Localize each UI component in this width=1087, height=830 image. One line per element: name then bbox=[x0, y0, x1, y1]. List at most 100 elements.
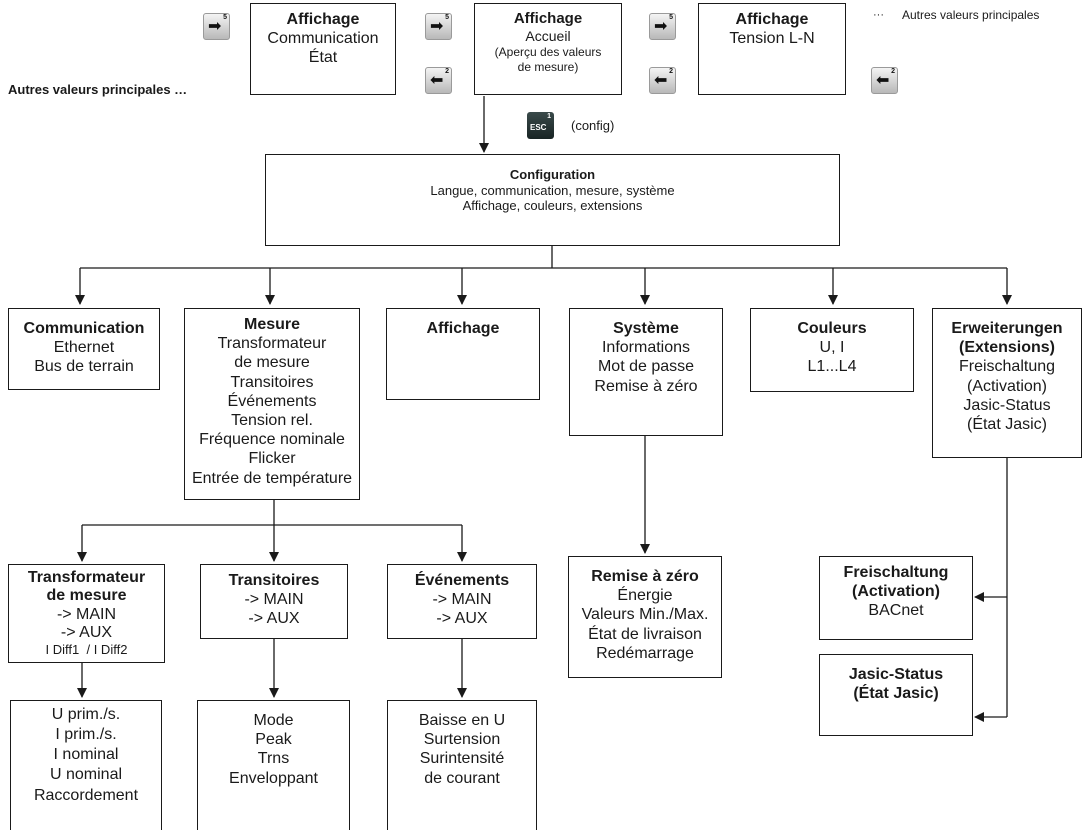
box-line: Jasic-Status bbox=[963, 396, 1051, 414]
box-line: -> MAIN bbox=[56, 605, 117, 623]
box-line: I Diff1 / I Diff2 bbox=[45, 641, 128, 657]
screen-title: Affichage bbox=[286, 11, 360, 28]
box-line: Ethernet bbox=[53, 339, 115, 357]
box-line: Valeurs Min./Max. bbox=[581, 606, 709, 624]
box-title-2: (État Jasic) bbox=[853, 685, 939, 703]
next-key-icon: ➡5 bbox=[649, 13, 676, 40]
couleurs-box: Couleurs U, I L1...L4 bbox=[750, 308, 914, 392]
config-hint: (config) bbox=[571, 118, 615, 133]
screen-small-line: de mesure) bbox=[517, 59, 579, 74]
screen-line: Communication bbox=[267, 30, 379, 48]
transformateur-box: Transformateur de mesure -> MAIN -> AUX … bbox=[8, 564, 165, 663]
box-line: de courant bbox=[424, 769, 500, 787]
right-more-values-label: Autres valeurs principales bbox=[902, 8, 1040, 22]
box-title: Mesure bbox=[243, 316, 301, 333]
box-title: Affichage bbox=[426, 320, 500, 337]
box-line: Baisse en U bbox=[418, 712, 506, 729]
screen-accueil: Affichage Accueil (Aperçu des valeurs de… bbox=[474, 3, 622, 95]
box-line: (Activation) bbox=[966, 377, 1048, 395]
transitoires-details-box: Mode Peak Trns Enveloppant bbox=[197, 700, 350, 830]
jasic-status-box: Jasic-Status (État Jasic) bbox=[819, 654, 973, 736]
box-line: Freischaltung bbox=[958, 358, 1056, 376]
box-line: Informations bbox=[601, 339, 691, 357]
box-line: de mesure bbox=[234, 354, 310, 372]
box-line: Surtension bbox=[423, 731, 501, 749]
systeme-box: Système Informations Mot de passe Remise… bbox=[569, 308, 723, 436]
box-title: Événements bbox=[414, 572, 510, 589]
box-line: Surintensité bbox=[419, 750, 505, 768]
communication-box: Communication Ethernet Bus de terrain bbox=[8, 308, 160, 390]
configuration-box: Configuration Langue, communication, mes… bbox=[265, 154, 840, 246]
screen-communication: Affichage Communication État bbox=[250, 3, 396, 95]
box-title: Communication bbox=[23, 320, 145, 337]
evenements-details-box: Baisse en U Surtension Surintensité de c… bbox=[387, 700, 537, 830]
screen-title: Affichage bbox=[513, 10, 583, 27]
box-line: I prim./s. bbox=[55, 726, 117, 744]
left-more-values-label: Autres valeurs principales … bbox=[8, 82, 188, 97]
back-key-icon: ⬅2 bbox=[425, 67, 452, 94]
configuration-line: Langue, communication, mesure, système bbox=[430, 182, 675, 198]
screen-line: Accueil bbox=[525, 28, 571, 44]
box-line: -> MAIN bbox=[244, 591, 304, 609]
transitoires-box: Transitoires -> MAIN -> AUX bbox=[200, 564, 348, 639]
box-line: Tension rel. bbox=[231, 411, 313, 429]
box-line: (État Jasic) bbox=[966, 415, 1047, 433]
box-line: Mode bbox=[253, 712, 294, 729]
transformateur-details-box: U prim./s. I prim./s. I nominal U nomina… bbox=[10, 700, 162, 830]
box-line: U prim./s. bbox=[51, 706, 121, 723]
next-key-icon: ➡5 bbox=[425, 13, 452, 40]
box-line: BACnet bbox=[868, 602, 924, 620]
box-line: L1...L4 bbox=[807, 358, 857, 376]
next-key-icon: ➡5 bbox=[203, 13, 230, 40]
box-line: U nominal bbox=[49, 766, 123, 784]
configuration-title: Configuration bbox=[509, 167, 596, 182]
box-title-2: (Extensions) bbox=[958, 339, 1055, 357]
box-title: Couleurs bbox=[797, 320, 867, 337]
box-line: Peak bbox=[255, 731, 292, 749]
box-line: -> AUX bbox=[436, 610, 488, 628]
box-line: -> AUX bbox=[248, 610, 300, 628]
box-line: Raccordement bbox=[33, 786, 139, 804]
box-line: Trns bbox=[257, 750, 290, 768]
remise-a-zero-box: Remise à zéro Énergie Valeurs Min./Max. … bbox=[568, 556, 722, 678]
erweiterungen-box: Erweiterungen (Extensions) Freischaltung… bbox=[932, 308, 1082, 458]
box-line: Redémarrage bbox=[596, 644, 694, 662]
box-line: Transformateur bbox=[217, 335, 327, 353]
box-line: Remise à zéro bbox=[594, 377, 698, 395]
configuration-line: Affichage, couleurs, extensions bbox=[462, 198, 643, 214]
box-title-2: (Activation) bbox=[852, 583, 940, 601]
screen-line: État bbox=[308, 49, 338, 67]
box-title: Erweiterungen bbox=[951, 320, 1063, 337]
mesure-box: Mesure Transformateur de mesure Transito… bbox=[184, 308, 360, 500]
screen-title: Affichage bbox=[735, 11, 809, 28]
box-title: Transitoires bbox=[228, 572, 320, 589]
box-line: Enveloppant bbox=[229, 769, 318, 787]
box-line: Bus de terrain bbox=[34, 358, 134, 376]
screen-line: Tension L-N bbox=[729, 30, 815, 48]
affichage-box: Affichage bbox=[386, 308, 540, 400]
box-line: Énergie bbox=[617, 587, 673, 605]
box-title: Remise à zéro bbox=[591, 568, 699, 585]
box-title: Transformateur bbox=[27, 569, 146, 586]
freischaltung-box: Freischaltung (Activation) BACnet bbox=[819, 556, 973, 640]
box-title: Système bbox=[613, 320, 679, 337]
box-line: Entrée de température bbox=[191, 469, 353, 487]
right-dots: ··· bbox=[873, 9, 884, 21]
box-title-2: de mesure bbox=[46, 587, 127, 605]
box-line: Flicker bbox=[248, 450, 296, 468]
back-key-icon: ⬅2 bbox=[871, 67, 898, 94]
box-line: Mot de passe bbox=[597, 358, 695, 376]
box-line: -> AUX bbox=[60, 624, 113, 642]
box-line: Événements bbox=[227, 392, 317, 410]
box-line: Fréquence nominale bbox=[199, 431, 345, 449]
box-line: Transitoires bbox=[230, 373, 314, 391]
box-title: Jasic-Status bbox=[848, 666, 944, 683]
box-line: -> MAIN bbox=[432, 591, 492, 609]
screen-tension: Affichage Tension L-N bbox=[698, 3, 846, 95]
screen-small-line: (Aperçu des valeurs bbox=[494, 44, 602, 59]
box-line: État de livraison bbox=[588, 625, 702, 643]
box-line: I nominal bbox=[53, 746, 119, 764]
box-line: U, I bbox=[819, 339, 845, 357]
